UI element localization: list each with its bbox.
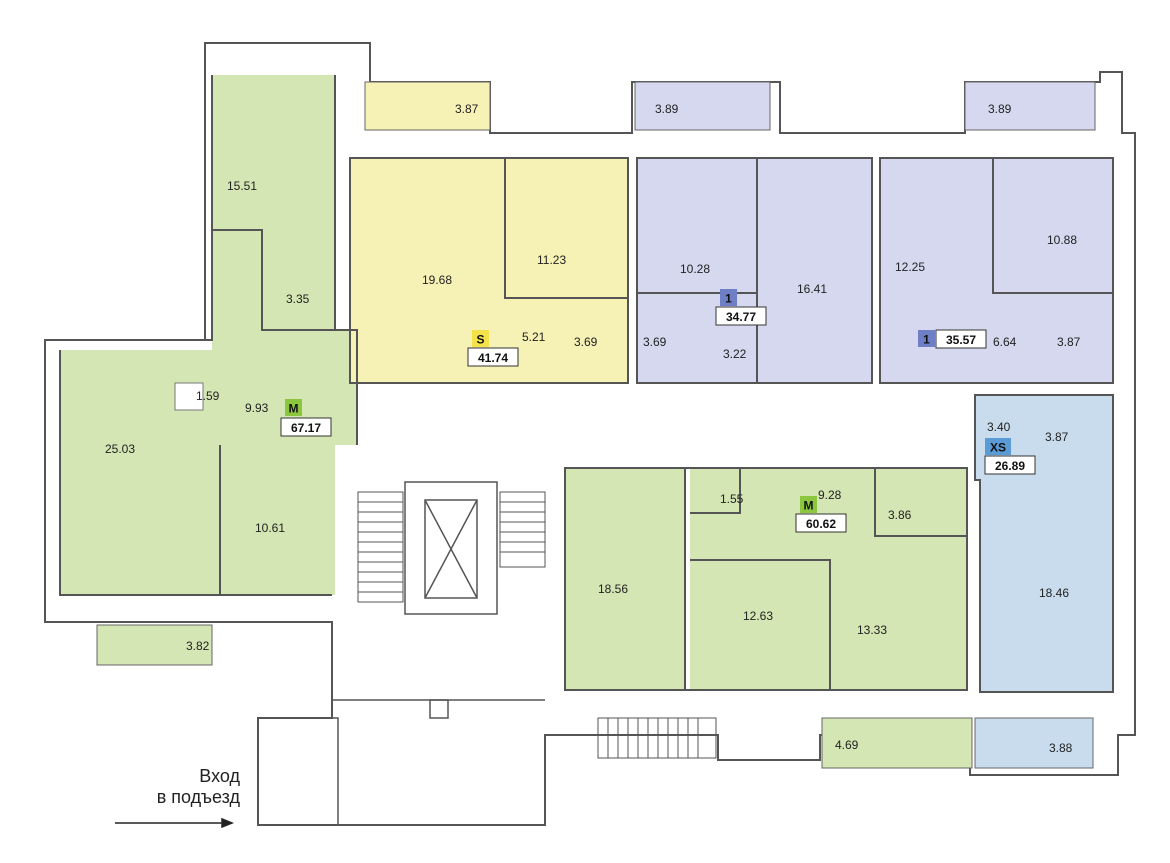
- badge-m-left: M 67.17: [280, 399, 332, 437]
- stairwell: [357, 491, 717, 759]
- badge-1-b: 1 35.57: [918, 329, 987, 349]
- vestibule: [257, 699, 545, 826]
- area-label: 3.35: [286, 292, 310, 306]
- apartment-s-top[interactable]: [350, 81, 628, 383]
- badge-m-left-type: M: [289, 402, 299, 416]
- room-balcony-3-87: [364, 81, 491, 131]
- area-label: 15.51: [227, 179, 257, 193]
- room-wc-1-55: [690, 468, 740, 513]
- area-label: 10.88: [1047, 233, 1077, 247]
- room-kitchen-10-28: [637, 158, 757, 293]
- area-label: 9.93: [245, 401, 269, 415]
- area-label: 10.28: [680, 262, 710, 276]
- entrance-line-2: в подъезд: [156, 787, 240, 807]
- room-bath-3-87-c: [1038, 395, 1113, 480]
- badge-xs-right-total: 26.89: [995, 459, 1025, 473]
- badge-m-center: M 60.62: [795, 496, 847, 533]
- area-label: 12.25: [895, 260, 925, 274]
- badge-1-a-type: 1: [725, 292, 732, 306]
- area-label: 3.87: [1045, 430, 1069, 444]
- area-label: 1.55: [720, 492, 744, 506]
- badge-1-b-type: 1: [923, 333, 930, 347]
- area-label: 6.64: [993, 335, 1017, 349]
- apartment-1-a[interactable]: [634, 81, 872, 383]
- area-label: 16.41: [797, 282, 827, 296]
- room-hall-5-21: [475, 298, 560, 383]
- area-label: 3.87: [455, 102, 479, 116]
- area-label: 5.21: [522, 330, 546, 344]
- badge-s-top-total: 41.74: [478, 351, 508, 365]
- badge-s-top-type: S: [476, 333, 484, 347]
- area-label: 3.82: [186, 639, 210, 653]
- area-label: 18.46: [1039, 586, 1069, 600]
- area-label: 25.03: [105, 442, 135, 456]
- room-bedroom-12-63: [690, 560, 830, 690]
- room-kitchen-10-88: [993, 158, 1113, 293]
- badge-1-a: 1 34.77: [715, 289, 767, 326]
- badge-m-center-total: 60.62: [806, 517, 836, 531]
- apartment-m-left[interactable]: [60, 75, 357, 666]
- badge-1-b-total: 35.57: [946, 333, 976, 347]
- entrance-label: Вход в подъезд: [110, 766, 240, 808]
- interior-walls: [59, 75, 1114, 693]
- room-balcony-3-82: [96, 624, 213, 666]
- area-label: 3.87: [1057, 335, 1081, 349]
- area-label: 3.88: [1049, 741, 1073, 755]
- room-living-18-56: [565, 468, 685, 690]
- area-label: 3.89: [988, 102, 1012, 116]
- badge-m-left-total: 67.17: [291, 421, 321, 435]
- badge-s-top: S 41.74: [467, 330, 519, 367]
- area-label: 11.23: [537, 253, 566, 267]
- area-label: 3.40: [987, 420, 1011, 434]
- room-bedroom-10-61: [220, 445, 335, 595]
- room-bedroom-16-41: [757, 158, 872, 383]
- room-bath-3-69-b: [637, 293, 712, 383]
- room-balcony-3-88: [974, 717, 1094, 769]
- elevator: [404, 481, 498, 615]
- area-label: 18.56: [598, 582, 628, 596]
- room-bath-3-86: [875, 468, 967, 536]
- area-label: 19.68: [422, 273, 452, 287]
- room-bath-3-69: [560, 298, 628, 383]
- room-wc-1-59: [174, 382, 204, 411]
- arrow-right-icon: [115, 817, 235, 829]
- area-label: 3.69: [574, 335, 598, 349]
- badge-1-a-total: 34.77: [726, 310, 756, 324]
- area-label: 13.33: [857, 623, 887, 637]
- area-label: 12.63: [743, 609, 773, 623]
- area-label: 3.22: [723, 347, 747, 361]
- area-label: 3.69: [643, 335, 667, 349]
- room-bedroom-11-23: [505, 158, 628, 298]
- room-bath-3-87-b: [1038, 293, 1113, 383]
- room-hall-9-93: [212, 230, 262, 445]
- area-label: 10.61: [255, 521, 285, 535]
- room-bathroom-3-35: [262, 230, 335, 330]
- badge-xs-right: XS 26.89: [984, 438, 1036, 475]
- badge-m-center-type: M: [804, 499, 814, 513]
- room-bedroom-13-33: [830, 536, 967, 690]
- room-balcony-3-89-b: [964, 81, 1096, 131]
- room-studio-18-46: [980, 480, 1113, 692]
- room-area-labels: 15.51 3.35 1.59 9.93 25.03 10.61 3.82 3.…: [105, 102, 1081, 755]
- room-balcony-3-89-a: [634, 81, 771, 131]
- room-bedroom-15-51: [212, 75, 335, 230]
- room-balcony-4-69: [821, 717, 973, 769]
- area-label: 9.28: [818, 488, 842, 502]
- area-label: 3.89: [655, 102, 679, 116]
- area-label: 3.86: [888, 508, 912, 522]
- area-label: 4.69: [835, 738, 859, 752]
- area-label: 1.59: [196, 389, 220, 403]
- badge-xs-right-type: XS: [990, 441, 1006, 455]
- entrance-line-1: Вход: [199, 766, 240, 786]
